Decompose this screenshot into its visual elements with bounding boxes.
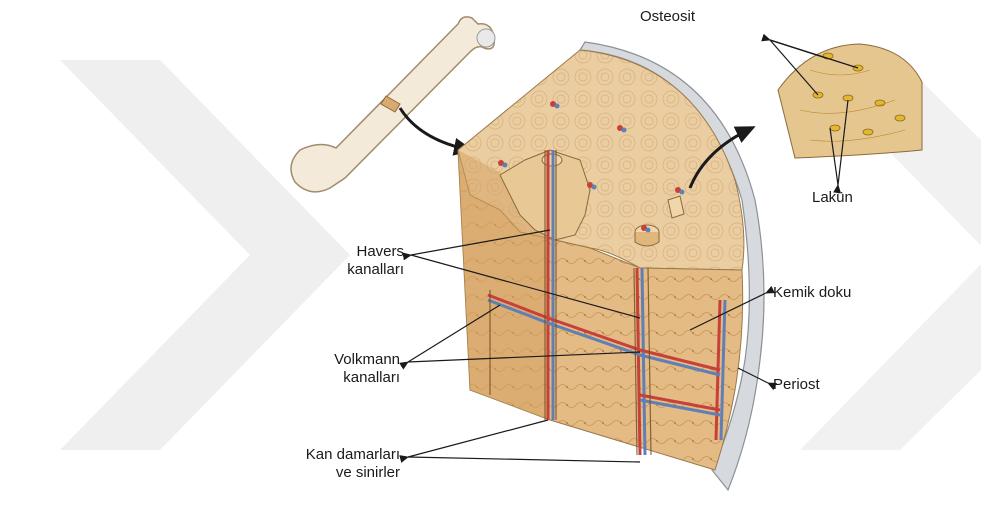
bone-block [458, 42, 764, 490]
label-periost: Periost [773, 376, 820, 394]
label-kan-damarlari-line1: Kan damarları [260, 446, 400, 464]
label-osteosit: Osteosit [640, 8, 695, 26]
osteocyte-inset [778, 44, 922, 158]
label-lakun: Lakün [812, 189, 853, 207]
label-kan-damarlari-line2: ve sinirler [260, 464, 400, 482]
label-kemik-doku: Kemik doku [773, 284, 851, 302]
label-havers-line1: Havers [320, 243, 404, 261]
label-havers-line2: kanalları [320, 261, 404, 279]
femur-to-block-arrow [400, 108, 470, 150]
label-volkmann-line1: Volkmann [300, 351, 400, 369]
label-volkmann-line2: kanalları [300, 369, 400, 387]
